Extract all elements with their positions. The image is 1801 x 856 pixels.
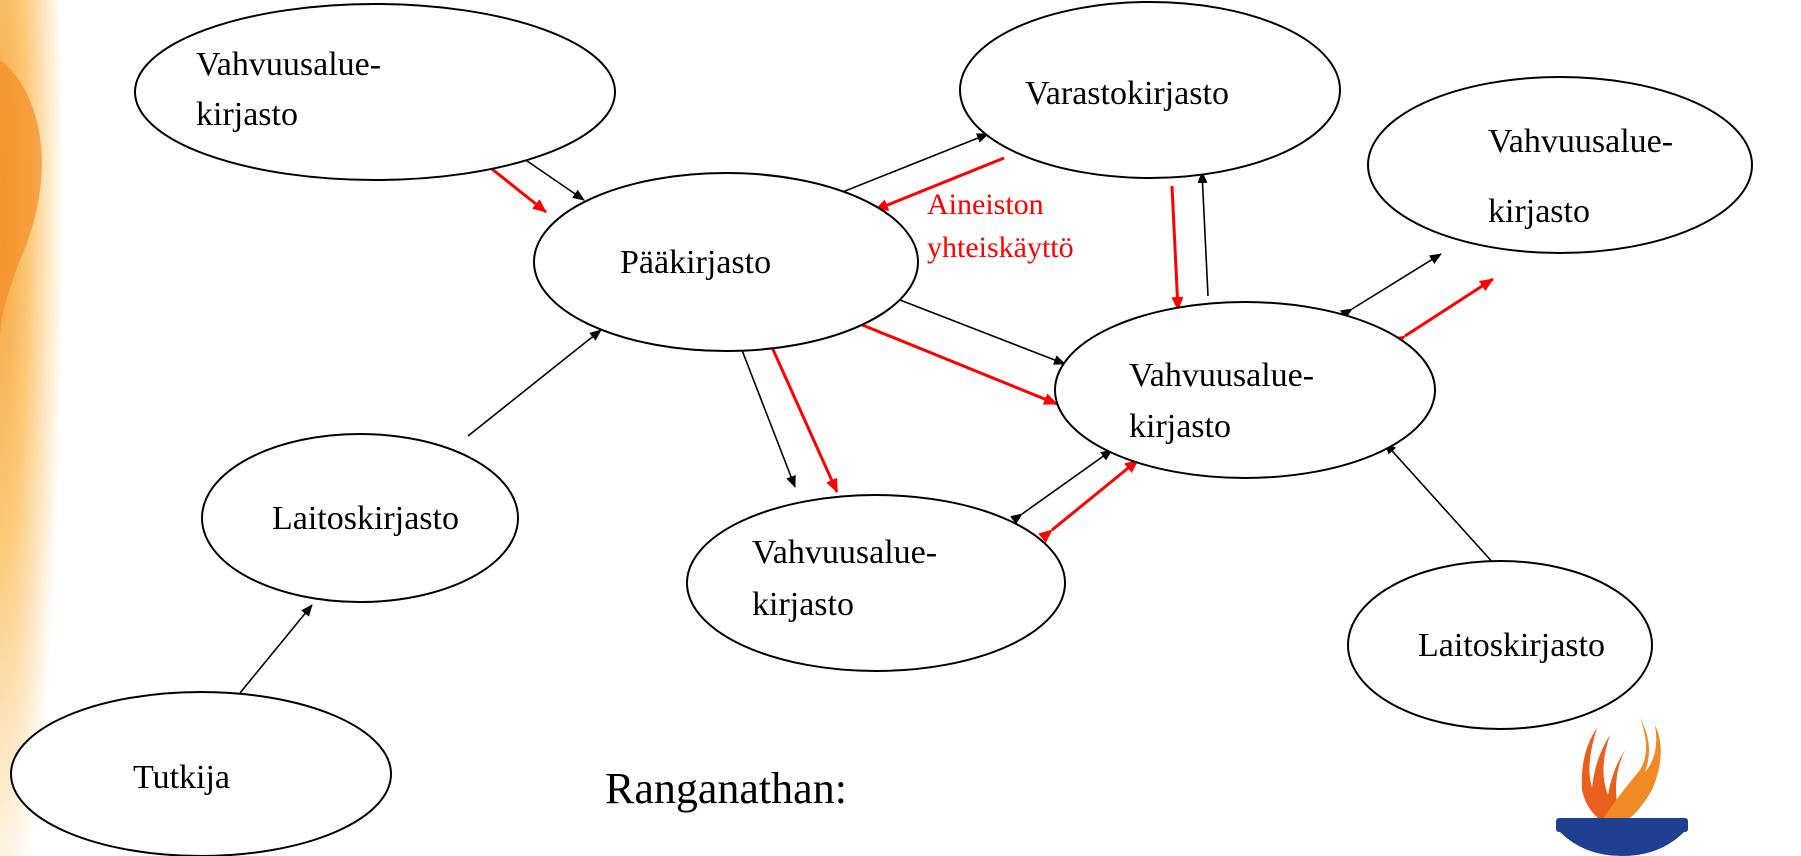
node-vahvuus-center-right: Vahvuusalue- kirjasto <box>1054 301 1436 479</box>
link-black-vahvuus-right <box>1340 253 1442 320</box>
node-label-line: Laitoskirjasto <box>1418 627 1605 664</box>
node-tutkija: Tutkija <box>10 691 392 856</box>
university-torch-logo-icon <box>1556 718 1688 856</box>
link-black-paa-vahvuus <box>887 291 1066 365</box>
node-label-line: kirjasto <box>1488 193 1590 230</box>
link-black-bottom-vahvuus <box>1010 449 1113 525</box>
node-vahvuus-bottom-center: Vahvuusalue- kirjasto <box>686 494 1066 672</box>
node-label-line: kirjasto <box>196 96 298 133</box>
node-laitoskirjasto-left: Laitoskirjasto <box>201 433 519 603</box>
link-red-bottom-vahvuus <box>1038 458 1139 543</box>
left-decorative-gradient <box>0 0 75 856</box>
node-paakirjasto: Pääkirjasto <box>533 172 919 352</box>
link-red-paa-vahvuus <box>840 311 1058 406</box>
link-black-laitos-to-paa <box>467 329 602 437</box>
link-black-paa-to-varasto <box>839 133 989 194</box>
node-label-line: Pääkirjasto <box>620 244 771 281</box>
link-red-paa-bottom <box>760 330 839 493</box>
node-label-line: Vahvuusalue- <box>1129 357 1314 394</box>
link-black-vahvuus-to-varasto <box>1197 171 1209 297</box>
node-vahvuus-top-left: Vahvuusalue- kirjasto <box>134 3 616 181</box>
node-varastokirjasto: Varastokirjasto <box>959 1 1341 179</box>
node-label-line: Vahvuusalue- <box>752 534 937 571</box>
node-label-line: kirjasto <box>752 586 854 623</box>
footer-text: Ranganathan: <box>605 764 847 813</box>
node-label-line: Tutkija <box>133 759 230 796</box>
node-vahvuus-right: Vahvuusalue- kirjasto <box>1367 76 1753 254</box>
link-black-paa-bottom <box>731 332 796 488</box>
node-label-line: Vahvuusalue- <box>196 46 381 83</box>
link-red-vahvuus-right <box>1390 277 1494 349</box>
link-black-laitos-right-to-vahvuus <box>1384 442 1496 566</box>
node-label-line: kirjasto <box>1129 408 1231 445</box>
annotation-line-2: yhteiskäyttö <box>927 231 1074 264</box>
link-red-varasto-to-vahvuus <box>1170 185 1184 311</box>
annotation-line-1: Aineiston <box>927 188 1044 221</box>
node-label-line: Laitoskirjasto <box>272 500 459 537</box>
link-red-varasto-to-paa <box>874 156 1005 212</box>
node-laitoskirjasto-right: Laitoskirjasto <box>1347 560 1653 730</box>
node-label-line: Varastokirjasto <box>1025 75 1229 112</box>
link-black-tutkija-to-laitos <box>239 604 313 694</box>
node-label-line: Vahvuusalue- <box>1488 123 1673 160</box>
